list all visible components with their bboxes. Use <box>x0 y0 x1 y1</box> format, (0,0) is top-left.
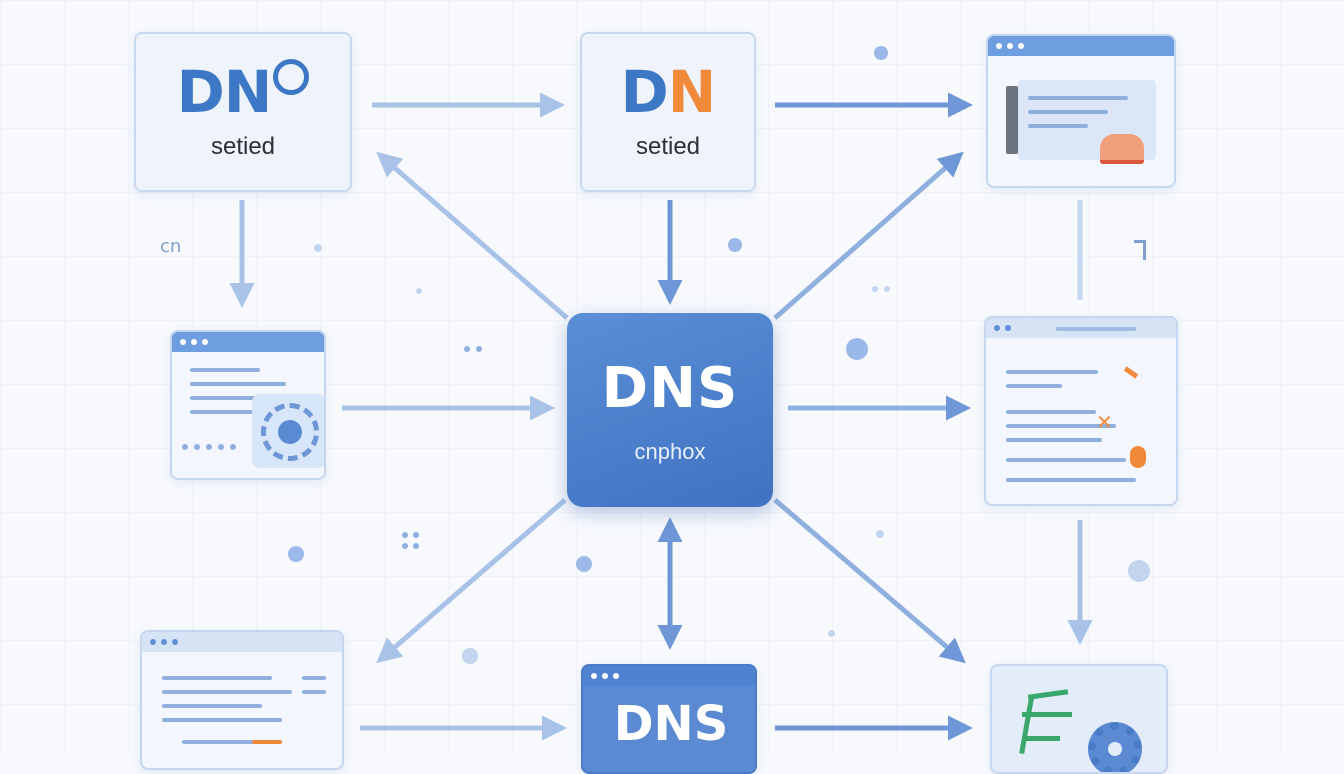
node-top-left: DN setied <box>134 32 352 192</box>
sidebar-block <box>1006 86 1018 154</box>
decor-dot <box>462 648 478 664</box>
decor-dot-cluster <box>402 532 419 549</box>
arrow-hub-to-br <box>773 498 966 664</box>
node-top-center-subtitle: setied <box>635 133 701 160</box>
dn-logo-orange: DN <box>621 63 717 121</box>
x-icon: ✕ <box>1096 410 1113 434</box>
circle-target-icon <box>273 59 310 95</box>
decor-dot <box>846 338 868 360</box>
decor-dot-cluster <box>872 286 890 292</box>
code-lines-icon <box>1019 689 1088 762</box>
dn-logo-text: DN <box>176 58 273 126</box>
dn-logo-main: D <box>620 58 669 126</box>
arrow-hub-to-bl <box>376 498 567 664</box>
decor-dot <box>288 546 304 562</box>
dn-logo-accent: N <box>667 58 717 126</box>
dns-hub: DNS cnphox <box>567 313 773 507</box>
dn-logo-blue: DN <box>177 59 310 121</box>
node-top-center: DN setied <box>580 32 756 192</box>
decor-dot <box>728 238 742 252</box>
node-bottom-left <box>140 630 344 770</box>
hub-subtitle: cnphox <box>634 438 706 464</box>
decor-dot <box>1128 560 1150 582</box>
decor-dot <box>874 46 888 60</box>
hand-pointer-icon <box>1100 134 1144 164</box>
node-top-right <box>986 34 1176 188</box>
bracket-icon <box>1134 240 1146 260</box>
hub-title: DNS <box>601 355 739 421</box>
decor-dot-cluster <box>464 346 482 352</box>
connector-arrows <box>229 92 1093 741</box>
browser-window-icon <box>583 666 755 686</box>
arrow-hub-to-tr <box>773 151 964 320</box>
decor-dot <box>876 530 884 538</box>
arrow-hub-to-tl <box>376 151 569 320</box>
orange-pill-icon <box>1130 446 1146 468</box>
decor-dot <box>576 556 592 572</box>
decor-dot <box>314 244 322 252</box>
decor-dot <box>828 630 835 637</box>
node-bottom-right <box>990 664 1168 774</box>
node-middle-left <box>170 330 326 480</box>
decor-dot <box>416 288 422 294</box>
circle-target-icon <box>252 394 324 468</box>
orange-dash-icon <box>1123 366 1139 379</box>
bottom-dns-title: DNS <box>613 696 729 752</box>
settings-gear-icon <box>1088 722 1142 772</box>
node-top-left-subtitle: setied <box>210 133 276 160</box>
stray-glyph: cn <box>160 236 182 257</box>
browser-window-icon <box>142 632 342 652</box>
browser-window-icon <box>988 36 1174 56</box>
node-middle-right: ✕ <box>984 316 1178 506</box>
node-bottom-center: DNS <box>581 664 757 774</box>
browser-window-icon <box>172 332 324 352</box>
